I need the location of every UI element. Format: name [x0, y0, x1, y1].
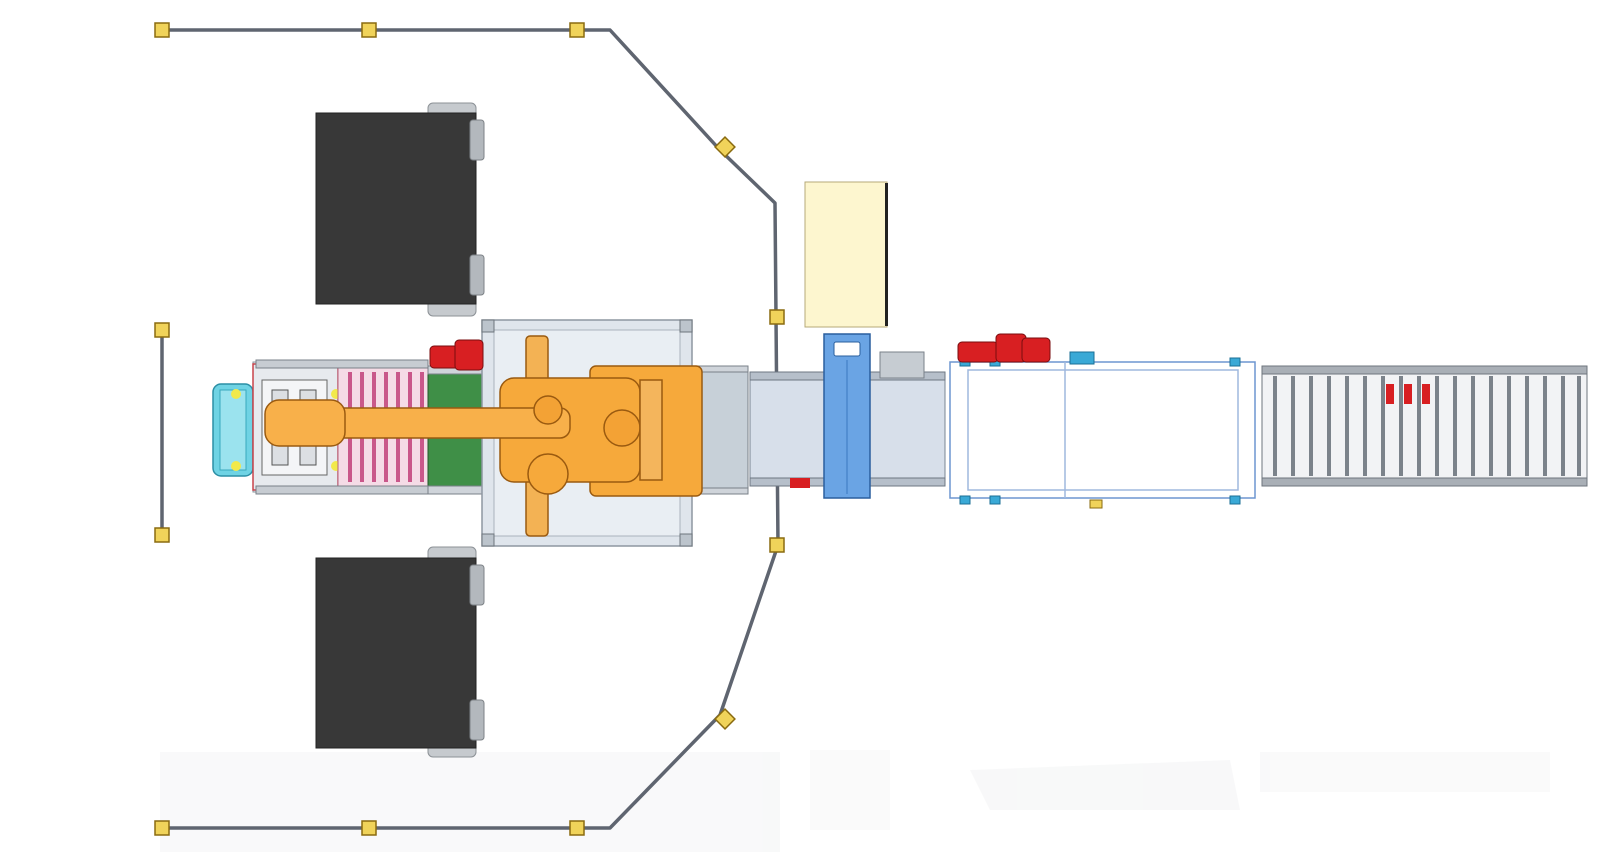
roller-conveyor-outfeed — [1261, 365, 1588, 487]
floor-reflection — [160, 750, 1550, 852]
pallet-station-top — [315, 102, 485, 317]
wrap-conveyor-frame — [949, 361, 1256, 499]
pallet-station-bottom — [315, 546, 485, 758]
conveyor-bearings — [959, 351, 1241, 509]
robot-arm — [264, 335, 703, 537]
metal-detector — [823, 333, 871, 499]
fence-posts — [154, 22, 785, 836]
drive-motors-right — [957, 333, 1051, 363]
control-cabinet — [804, 181, 888, 328]
drive-motors — [429, 339, 484, 371]
